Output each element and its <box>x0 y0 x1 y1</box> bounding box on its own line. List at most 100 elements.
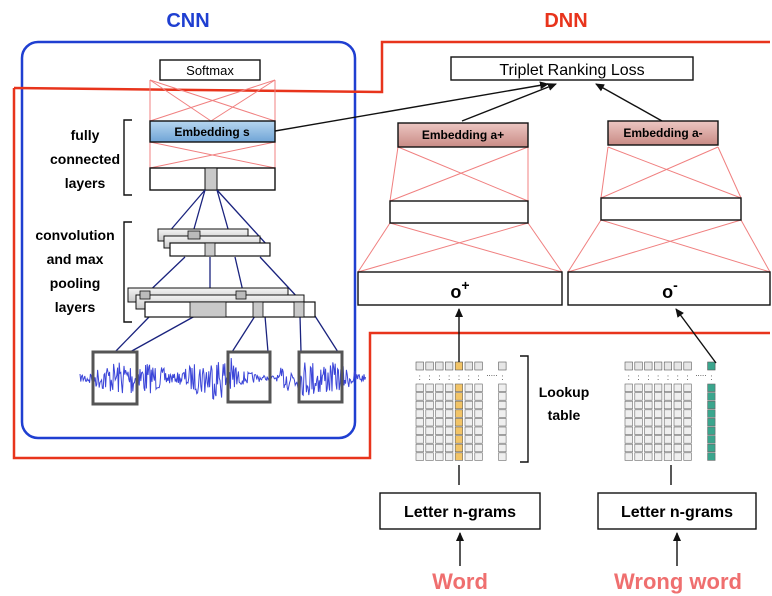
lookup-cell <box>644 400 653 410</box>
lookup-cell <box>435 452 444 461</box>
lookup-cell <box>435 418 444 427</box>
lookup-dots: : <box>628 373 630 382</box>
lookup-cell <box>644 392 653 401</box>
lookup-cell <box>644 443 653 453</box>
conv-bracket <box>123 221 132 323</box>
lookup-cell <box>644 435 653 444</box>
lookup-dots: : <box>428 373 430 382</box>
lookup-cell <box>654 443 663 453</box>
lookup-cell <box>498 409 507 418</box>
lookup-cell <box>673 435 682 444</box>
lookup-cell <box>425 383 434 392</box>
lookup-cell <box>663 426 673 435</box>
lookup-cell <box>707 392 716 401</box>
lookup-cell <box>445 426 454 435</box>
softmax-label: Softmax <box>186 63 234 78</box>
lookup-arrows <box>455 308 717 485</box>
lookup-cell <box>498 383 507 392</box>
lookup-cell <box>663 392 673 401</box>
lookup-dots: : <box>647 373 649 382</box>
lookup-dots: : <box>710 373 712 382</box>
ngram-box-right <box>597 492 757 530</box>
lookup-cell <box>654 426 663 435</box>
lookup-dots: : <box>448 373 450 382</box>
lookup-cell <box>498 452 507 461</box>
lookup-cell <box>707 435 716 444</box>
loss-arrows <box>274 81 663 132</box>
fc-layer-highlight <box>204 167 218 191</box>
lookup-cell <box>464 426 473 435</box>
lookup-cell <box>683 383 692 392</box>
ngram-box-left <box>379 492 541 530</box>
lookup-cell <box>673 418 682 427</box>
wrong-word-label: Wrong word <box>614 569 742 594</box>
lookup-cell <box>663 452 673 461</box>
lookup-cell <box>624 426 633 435</box>
embedding-a-neg-box <box>607 120 719 146</box>
lookup-cell <box>683 452 692 461</box>
lookup-cell <box>634 418 643 427</box>
lookup-cell <box>474 400 483 410</box>
lookup-cell <box>474 409 483 418</box>
fc-bracket <box>123 119 132 196</box>
lookup-label-line2: table <box>548 407 581 423</box>
lookup-cell <box>663 443 673 453</box>
lookup-cell <box>634 443 643 453</box>
lookup-cell <box>425 418 434 427</box>
lookup-cell <box>425 435 434 444</box>
ngram-label-left: Letter n-grams <box>404 504 516 521</box>
lookup-cell <box>474 452 483 461</box>
lookup-cell <box>425 426 434 435</box>
lookup-onehot-cell <box>644 361 653 371</box>
lookup-cell <box>634 435 643 444</box>
lookup-cell <box>624 409 633 418</box>
lookup-label-line1: Lookup <box>539 384 590 400</box>
lookup-cell <box>634 392 643 401</box>
lookup-cell <box>454 426 464 435</box>
lookup-cell <box>624 435 633 444</box>
lookup-cell <box>415 383 424 392</box>
dnn-frame-outline <box>13 40 770 94</box>
lookup-cell <box>683 435 692 444</box>
lookup-cell <box>435 383 444 392</box>
lookup-cell <box>435 400 444 410</box>
dnn-title: DNN <box>544 10 587 32</box>
lookup-cell <box>624 443 633 453</box>
lookup-dots: : <box>419 373 421 382</box>
lookup-cell <box>415 392 424 401</box>
lookup-dots: : <box>667 373 669 382</box>
lookup-cell <box>498 443 507 453</box>
lookup-cell <box>415 426 424 435</box>
lookup-cell <box>498 392 507 401</box>
lookup-ellipsis: ..... <box>486 369 497 378</box>
lookup-dots: : <box>501 373 503 382</box>
lookup-cell <box>445 452 454 461</box>
lookup-cell <box>683 392 692 401</box>
cnn-conv-connections <box>114 189 339 353</box>
lookup-cell <box>498 435 507 444</box>
lookup-onehot-cell <box>624 361 633 371</box>
lookup-cell <box>663 409 673 418</box>
embedding-a-pos-label: Embedding a+ <box>422 128 504 142</box>
waveform-windows <box>91 350 344 406</box>
lookup-cell <box>673 409 682 418</box>
embedding-a-neg-label: Embedding a- <box>623 126 702 140</box>
lookup-onehot-cell <box>445 361 454 371</box>
dnn-left-hidden-box <box>389 200 529 224</box>
lookup-cell <box>634 400 643 410</box>
lookup-cell <box>454 435 464 444</box>
lookup-cell <box>435 443 444 453</box>
lookup-cell <box>425 443 434 453</box>
triplet-loss-label: Triplet Ranking Loss <box>499 62 644 79</box>
conv-label-line4: layers <box>55 299 96 315</box>
lookup-cell <box>415 443 424 453</box>
lookup-cell <box>474 443 483 453</box>
lookup-cell <box>464 383 473 392</box>
embedding-s-label: Embedding s <box>174 125 250 139</box>
lookup-cell <box>634 383 643 392</box>
lookup-cell <box>707 418 716 427</box>
lookup-cell <box>654 409 663 418</box>
lookup-cell <box>464 392 473 401</box>
embedding-a-pos-box <box>397 122 529 148</box>
lookup-cell <box>654 435 663 444</box>
